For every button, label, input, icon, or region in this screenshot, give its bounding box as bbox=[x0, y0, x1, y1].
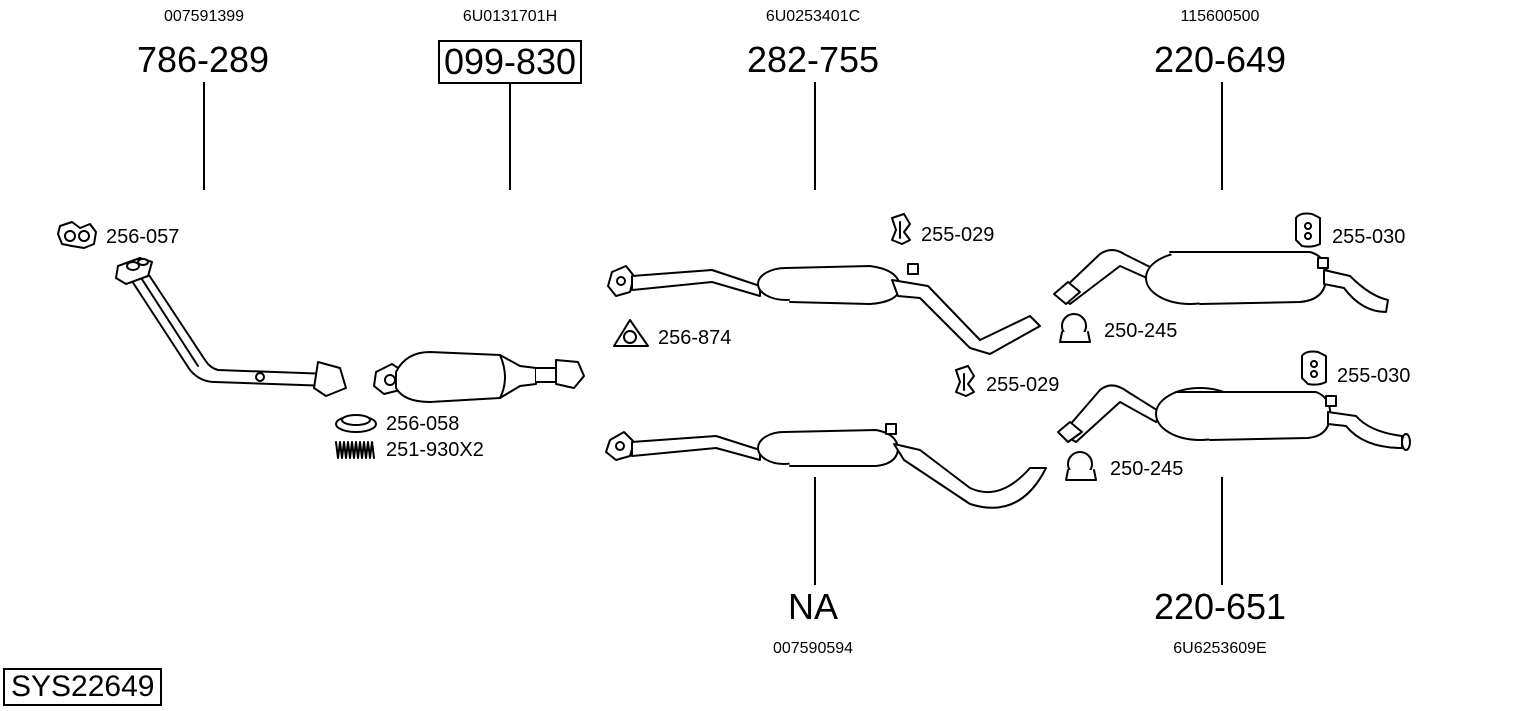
oem-number-2: 6U0131701H bbox=[462, 8, 558, 25]
ring-gasket-icon bbox=[335, 414, 377, 433]
middle-muffler-alt-drawing[interactable] bbox=[605, 423, 1047, 509]
accessory-code-256-058[interactable]: 256-058 bbox=[386, 413, 460, 435]
leader-line bbox=[509, 82, 511, 190]
oem-number-6: 6U6253609E bbox=[1173, 640, 1267, 657]
leader-line bbox=[814, 82, 816, 190]
leader-line bbox=[814, 477, 816, 585]
part-number-099-830-wrapper: 099-830 bbox=[390, 40, 630, 84]
accessory-code-251-930x2[interactable]: 251-930X2 bbox=[386, 439, 484, 461]
accessory-code-255-030-second[interactable]: 255-030 bbox=[1337, 365, 1411, 387]
rubber-mount-icon bbox=[955, 365, 975, 397]
accessory-code-255-030[interactable]: 255-030 bbox=[1332, 226, 1406, 248]
accessory-code-256-057[interactable]: 256-057 bbox=[106, 226, 180, 248]
accessory-code-250-245[interactable]: 250-245 bbox=[1104, 320, 1178, 342]
gasket-icon bbox=[57, 221, 97, 249]
part-number-282-755[interactable]: 282-755 bbox=[746, 39, 880, 80]
part-number-099-830[interactable]: 099-830 bbox=[437, 40, 583, 84]
front-pipe-drawing[interactable] bbox=[115, 257, 347, 397]
part-number-220-649[interactable]: 220-649 bbox=[1153, 39, 1287, 80]
spring-icon bbox=[335, 441, 375, 459]
catalytic-converter-drawing[interactable] bbox=[373, 351, 585, 403]
leader-line bbox=[1221, 82, 1223, 190]
clamp-icon bbox=[1065, 451, 1097, 481]
accessory-code-250-245-second[interactable]: 250-245 bbox=[1110, 458, 1184, 480]
oem-number-3: 6U0253401C bbox=[765, 8, 861, 25]
rear-muffler-drawing[interactable] bbox=[1053, 249, 1389, 313]
middle-muffler-drawing[interactable] bbox=[607, 263, 1041, 355]
rear-muffler-alt-drawing[interactable] bbox=[1057, 384, 1411, 451]
accessory-code-255-029-second[interactable]: 255-029 bbox=[986, 374, 1060, 396]
part-number-220-651[interactable]: 220-651 bbox=[1153, 586, 1287, 627]
rubber-mount-icon bbox=[891, 213, 911, 245]
hanger-icon bbox=[1301, 350, 1327, 386]
accessory-code-255-029[interactable]: 255-029 bbox=[921, 224, 995, 246]
leader-line bbox=[1221, 477, 1223, 585]
accessory-code-256-874[interactable]: 256-874 bbox=[658, 327, 732, 349]
hanger-icon bbox=[1295, 212, 1321, 248]
triangle-gasket-icon bbox=[613, 319, 649, 347]
part-number-786-289[interactable]: 786-289 bbox=[136, 39, 270, 80]
system-code: SYS22649 bbox=[3, 668, 163, 706]
oem-number-1: 007591399 bbox=[163, 8, 245, 25]
oem-number-4: 115600500 bbox=[1180, 8, 1260, 25]
oem-number-5: 007590594 bbox=[772, 640, 854, 657]
leader-line bbox=[203, 82, 205, 190]
clamp-icon bbox=[1059, 313, 1091, 343]
part-number-na[interactable]: NA bbox=[787, 586, 838, 627]
